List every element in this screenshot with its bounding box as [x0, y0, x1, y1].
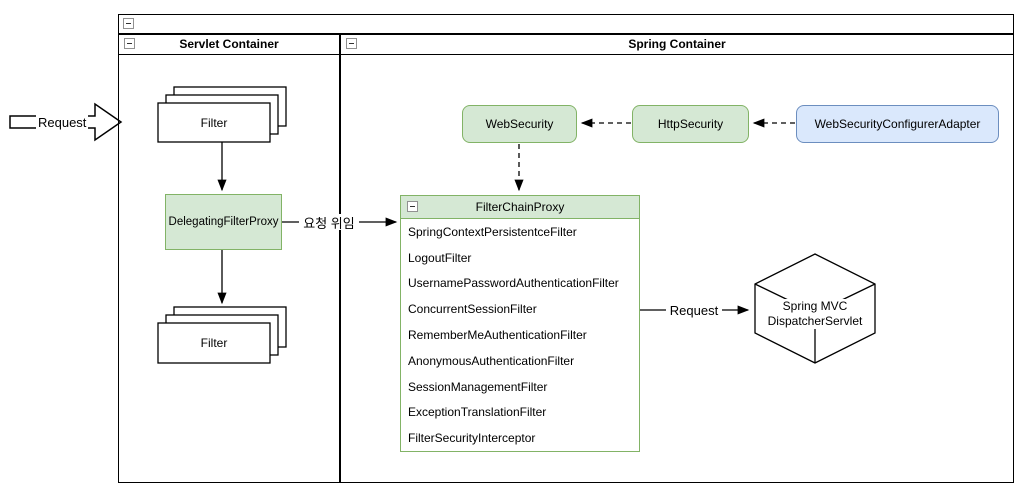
filter-row: LogoutFilter	[408, 250, 472, 265]
filter-row: ConcurrentSessionFilter	[408, 302, 537, 317]
filter-row: ExceptionTranslationFilter	[408, 405, 547, 420]
filter-row: FilterSecurityInterceptor	[408, 431, 536, 446]
outer-container-titlebar	[119, 15, 1013, 35]
node-filter-chain-proxy: FilterChainProxy SpringContextPersistent…	[400, 195, 640, 452]
filter-row: AnonymousAuthenticationFilter	[408, 353, 575, 368]
dispatcher-servlet-label-line1: Spring MVC	[782, 299, 848, 313]
filter-stack-top	[157, 86, 287, 143]
node-http-security: HttpSecurity	[632, 105, 749, 143]
filter-stack-bottom-label: Filter	[200, 336, 228, 350]
filter-chain-proxy-title: FilterChainProxy	[475, 200, 565, 214]
filter-row: RememberMeAuthenticationFilter	[408, 328, 587, 343]
collapse-icon[interactable]	[346, 38, 357, 49]
collapse-icon[interactable]	[407, 201, 418, 212]
delegation-edge-label: 요청 위임	[299, 214, 359, 231]
spring-container-header: Spring Container	[341, 34, 1013, 55]
filter-stack-top-label: Filter	[200, 115, 228, 130]
servlet-container: Servlet Container	[118, 33, 340, 483]
servlet-container-header: Servlet Container	[119, 34, 339, 55]
filter-row: UsernamePasswordAuthenticationFilter	[408, 276, 619, 291]
incoming-request-label: Request	[36, 114, 89, 130]
collapse-icon[interactable]	[123, 18, 134, 29]
dispatch-request-label: Request	[666, 302, 722, 318]
filter-stack-bottom	[157, 306, 287, 364]
servlet-container-title: Servlet Container	[179, 37, 279, 51]
filter-chain-proxy-header: FilterChainProxy	[401, 196, 639, 219]
filter-row: SpringContextPersistentceFilter	[408, 224, 577, 239]
filter-row: SessionManagementFilter	[408, 379, 548, 394]
node-delegating-filter-proxy: DelegatingFilterProxy	[165, 194, 282, 250]
filter-chain-proxy-body: SpringContextPersistentceFilter LogoutFi…	[401, 219, 639, 451]
collapse-icon[interactable]	[124, 38, 135, 49]
node-web-security-configurer-adapter: WebSecurityConfigurerAdapter	[796, 105, 999, 143]
spring-container: Spring Container	[340, 33, 1014, 483]
dispatcher-servlet-label-line2: DispatcherServlet	[767, 314, 863, 328]
spring-container-title: Spring Container	[628, 37, 726, 51]
dispatcher-servlet-label: Spring MVC DispatcherServlet	[760, 299, 870, 329]
node-web-security: WebSecurity	[462, 105, 577, 143]
